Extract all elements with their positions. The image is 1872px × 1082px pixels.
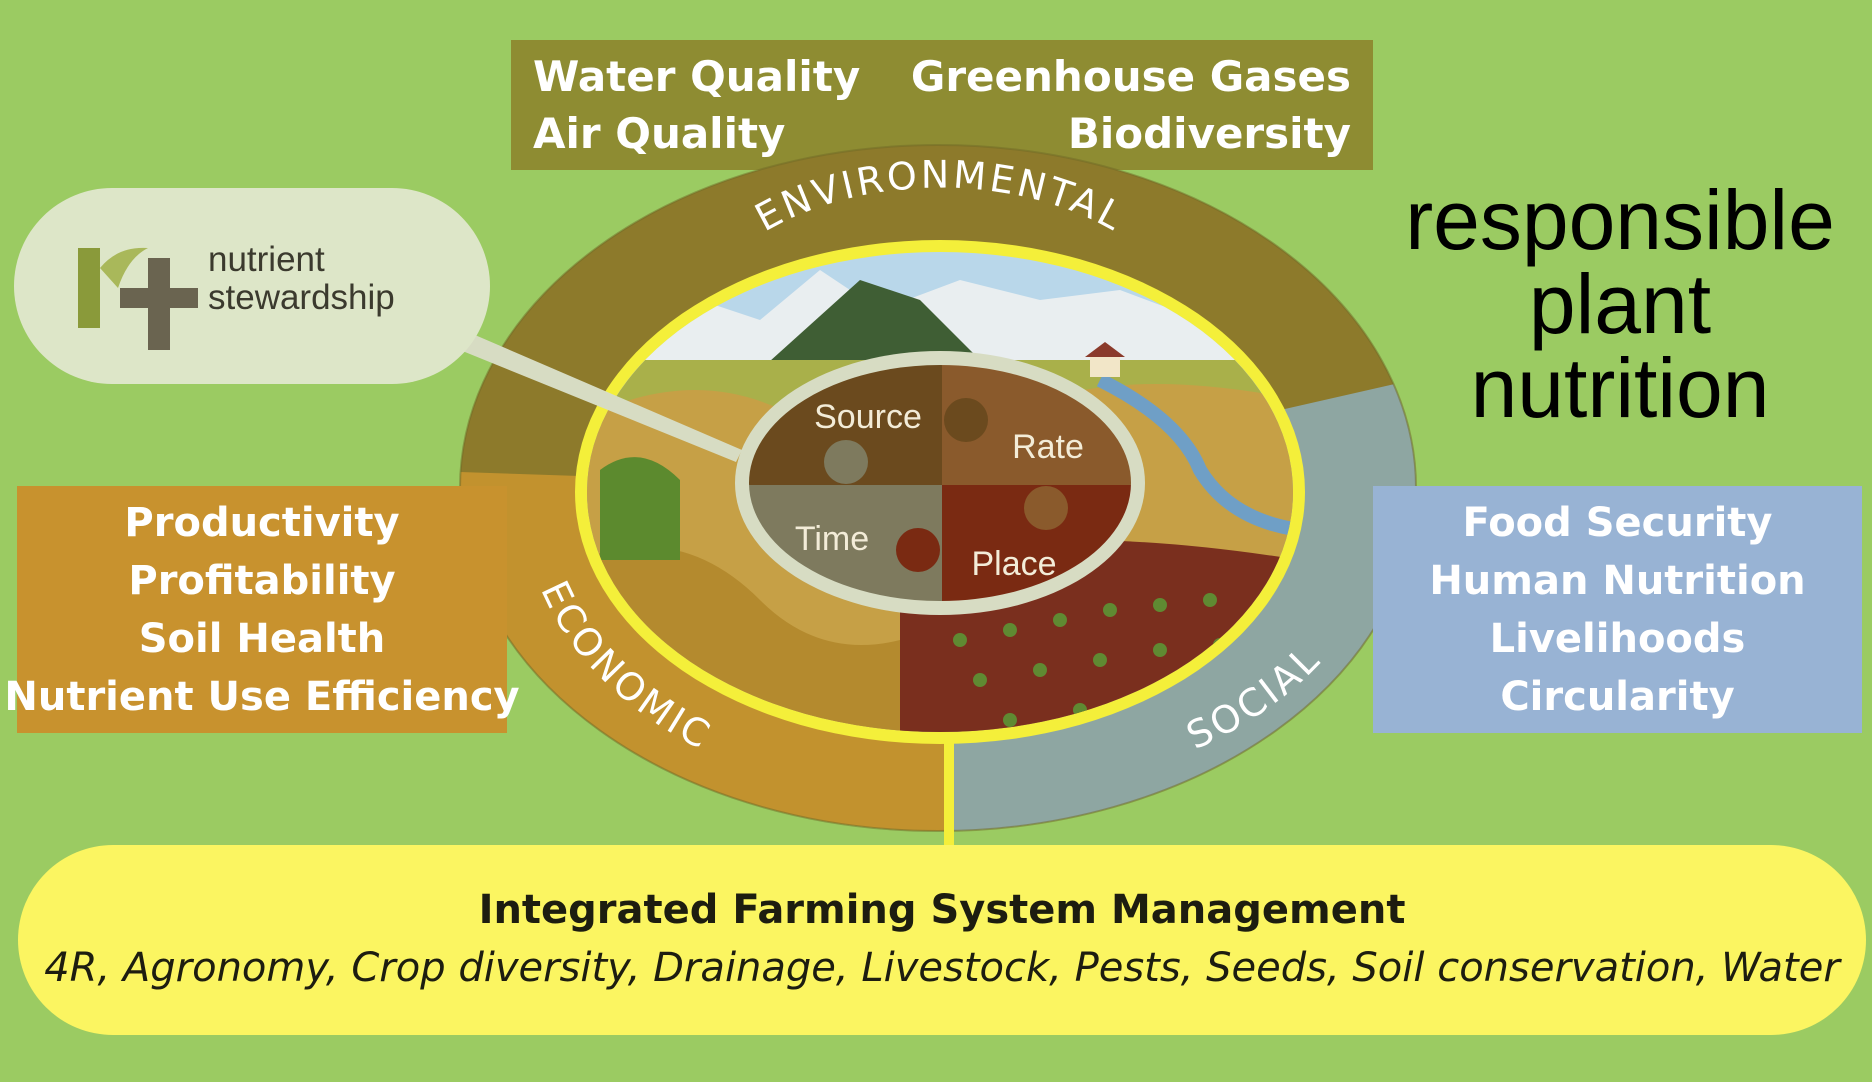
economic-indicators-box: Productivity Profitability Soil Health N… <box>17 486 507 733</box>
title-line-nutrition: nutrition <box>1370 346 1870 430</box>
rate-label: Rate <box>1012 428 1084 466</box>
logo-word-nutrient: nutrient <box>208 240 325 280</box>
ifsm-title: Integrated Farming System Management <box>18 887 1866 933</box>
page-title: responsible plant nutrition <box>1370 178 1870 430</box>
title-line-responsible: responsible <box>1370 178 1870 262</box>
social-item-livelihoods: Livelihoods <box>1490 610 1746 668</box>
4r-nutrient-stewardship-logo: nutrient stewardship <box>14 188 490 384</box>
social-item-human-nutrition: Human Nutrition <box>1429 552 1805 610</box>
r4-logo-icon <box>58 218 198 358</box>
econ-item-nutrient-use-efficiency: Nutrient Use Efficiency <box>4 668 519 726</box>
ifsm-subtitle: 4R, Agronomy, Crop diversity, Drainage, … <box>18 945 1866 991</box>
econ-item-productivity: Productivity <box>124 494 399 552</box>
place-label: Place <box>971 545 1056 583</box>
integrated-farming-system-bar: Integrated Farming System Management 4R,… <box>18 845 1866 1035</box>
social-item-circularity: Circularity <box>1500 668 1734 726</box>
econ-item-profitability: Profitability <box>128 552 395 610</box>
social-item-food-security: Food Security <box>1463 494 1773 552</box>
social-indicators-box: Food Security Human Nutrition Livelihood… <box>1373 486 1862 733</box>
econ-item-soil-health: Soil Health <box>139 610 386 668</box>
title-line-plant: plant <box>1370 262 1870 346</box>
source-label: Source <box>814 398 922 436</box>
logo-word-stewardship: stewardship <box>208 278 395 318</box>
time-label: Time <box>795 520 869 558</box>
